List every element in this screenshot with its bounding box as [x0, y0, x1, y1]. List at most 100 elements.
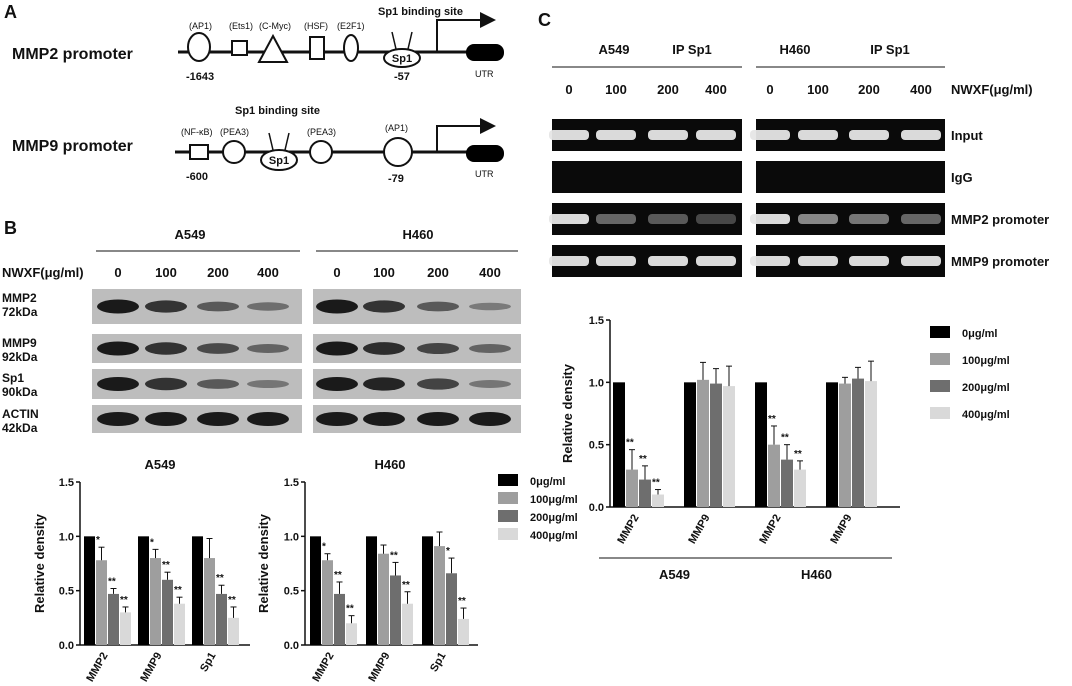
mmp2-promoter-diagram: MMP2 promoter (AP1) (Ets1) (C-Myc) (HSF)… — [12, 6, 504, 83]
legend-label: 0μg/ml — [530, 476, 565, 488]
x-category-label: MMP2 — [615, 513, 641, 547]
mmp9-utr-block — [466, 145, 504, 162]
bar — [150, 558, 161, 645]
dose-label: 0 — [766, 82, 773, 97]
bar — [639, 479, 651, 507]
mmp2-utr-block — [466, 44, 504, 61]
x-category-label: MMP2 — [310, 651, 336, 685]
y-tick-label: 1.0 — [59, 531, 74, 543]
e2f1-element-shape — [343, 34, 359, 62]
bar — [174, 603, 185, 645]
significance-label: ** — [781, 433, 789, 444]
significance-label: * — [322, 542, 326, 553]
protein-band — [316, 341, 358, 356]
dose-label: 0 — [565, 82, 572, 97]
sp1-site-tick — [391, 31, 397, 50]
protein-band — [247, 380, 289, 388]
mmp9-sp1-label: Sp1 — [269, 155, 289, 167]
protein-band — [247, 343, 289, 354]
dna-band — [549, 130, 589, 140]
legend-label: 200μg/ml — [962, 382, 1010, 394]
dose-label: 200 — [427, 265, 449, 280]
dose-label: 100 — [807, 82, 829, 97]
legend-label: 400μg/ml — [962, 409, 1010, 421]
bar — [826, 382, 838, 507]
gel-row-label: MMP2 promoter — [951, 212, 1049, 227]
dose-label: 400 — [705, 82, 727, 97]
gel-strip — [552, 161, 742, 193]
bar — [458, 618, 469, 645]
bar — [162, 579, 173, 645]
dose-label: 0 — [333, 265, 340, 280]
dose-label: 400 — [910, 82, 932, 97]
mmp9-promoter-title: MMP9 promoter — [12, 138, 133, 155]
dose-label: 200 — [657, 82, 679, 97]
bar — [852, 378, 864, 507]
protein-band — [469, 412, 511, 426]
bar — [422, 536, 433, 645]
significance-label: ** — [794, 449, 802, 460]
ap1-element-shape — [383, 137, 413, 167]
protein-band — [97, 377, 139, 391]
bar — [626, 469, 638, 507]
dna-band — [596, 256, 636, 266]
mmp2-site-label: (AP1) — [189, 21, 212, 31]
significance-label: ** — [108, 576, 116, 587]
group-label: A549 — [659, 567, 690, 582]
sp1-site-tick — [268, 132, 274, 151]
x-category-label: MMP9 — [686, 513, 712, 547]
significance-label: ** — [652, 478, 660, 489]
group-label: H460 — [801, 567, 832, 582]
protein-band — [316, 299, 358, 314]
y-tick-label: 1.5 — [589, 315, 604, 327]
panel-label-b: B — [4, 218, 17, 238]
dose-label: 200 — [858, 82, 880, 97]
bar — [366, 536, 377, 645]
dna-band — [696, 214, 736, 224]
chart-title: H460 — [374, 457, 405, 472]
bar — [378, 553, 389, 645]
legend-swatch — [930, 326, 950, 338]
mmp9-site-label: (NF-κB) — [181, 127, 213, 137]
sp1-site-tick — [284, 132, 290, 151]
mmp9-ap1-position-label: -79 — [388, 173, 404, 185]
bar — [755, 382, 767, 507]
mmp2-position-label: -1643 — [186, 71, 214, 83]
y-tick-label: 1.0 — [284, 531, 299, 543]
dna-band — [750, 130, 790, 140]
molecular-weight-label: 72kDa — [2, 305, 38, 319]
y-tick-label: 0.0 — [59, 640, 74, 652]
protein-label: MMP2 — [2, 291, 37, 305]
bar — [322, 560, 333, 645]
protein-band — [247, 412, 289, 426]
dose-label: 200 — [207, 265, 229, 280]
transcription-start-arrow — [436, 118, 496, 152]
bar — [865, 381, 877, 507]
hsf-element-shape — [309, 36, 325, 60]
protein-band — [316, 412, 358, 426]
mmp2-utr-label: UTR — [475, 69, 494, 79]
legend-swatch — [930, 353, 950, 365]
protein-band — [363, 300, 405, 313]
protein-band — [469, 380, 511, 388]
y-axis-label: Relative density — [560, 363, 575, 463]
y-tick-label: 1.0 — [589, 377, 604, 389]
protein-band — [363, 342, 405, 355]
significance-label: ** — [162, 560, 170, 571]
dose-label: 100 — [155, 265, 177, 280]
protein-band — [417, 378, 459, 390]
significance-label: ** — [228, 595, 236, 606]
panel-label-a: A — [4, 2, 17, 22]
protein-band — [197, 301, 239, 312]
transcription-start-arrow — [436, 12, 496, 52]
y-tick-label: 0.0 — [589, 502, 604, 514]
mmp9-sp1-site-label: Sp1 binding site — [235, 105, 320, 117]
dna-band — [849, 214, 889, 224]
significance-label: ** — [216, 573, 224, 584]
dna-band — [798, 256, 838, 266]
mmp2-sp1-site-label: Sp1 binding site — [378, 6, 463, 18]
bar — [723, 386, 735, 507]
molecular-weight-label: 92kDa — [2, 350, 38, 364]
protein-band — [145, 377, 187, 391]
